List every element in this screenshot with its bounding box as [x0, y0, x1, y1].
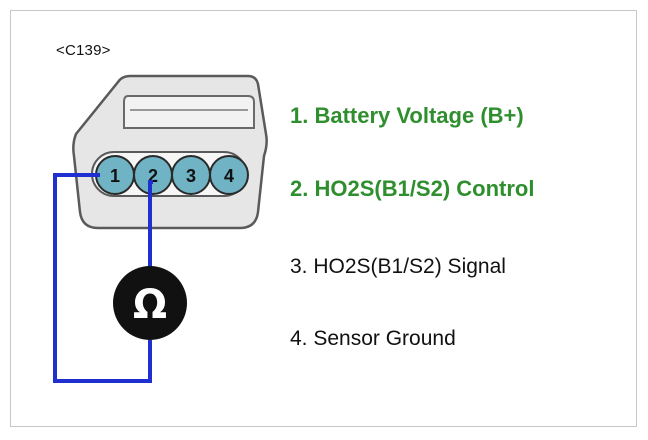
pin-1: 1	[95, 155, 135, 195]
connector-id-label: <C139>	[56, 42, 111, 59]
pin-1-number: 1	[110, 166, 120, 186]
pin-2-number: 2	[148, 166, 158, 186]
pin-4-description: 4. Sensor Ground	[290, 327, 456, 350]
pin-4-number: 4	[224, 166, 234, 186]
pin-2: 2	[133, 155, 173, 195]
ohmmeter-icon: Ω	[113, 266, 187, 340]
ohm-symbol: Ω	[133, 282, 167, 328]
pin-3: 3	[171, 155, 211, 195]
test-leads	[53, 173, 153, 383]
pin-4: 4	[209, 155, 249, 195]
pin-3-description: 3. HO2S(B1/S2) Signal	[290, 255, 506, 278]
pin-2-description: 2. HO2S(B1/S2) Control	[290, 176, 535, 201]
pin-1-description: 1. Battery Voltage (B+)	[290, 103, 524, 128]
pin-3-number: 3	[186, 166, 196, 186]
lead-to-pin-1	[53, 173, 152, 383]
connector-housing	[72, 74, 268, 230]
lead-to-pin-2	[148, 180, 153, 268]
